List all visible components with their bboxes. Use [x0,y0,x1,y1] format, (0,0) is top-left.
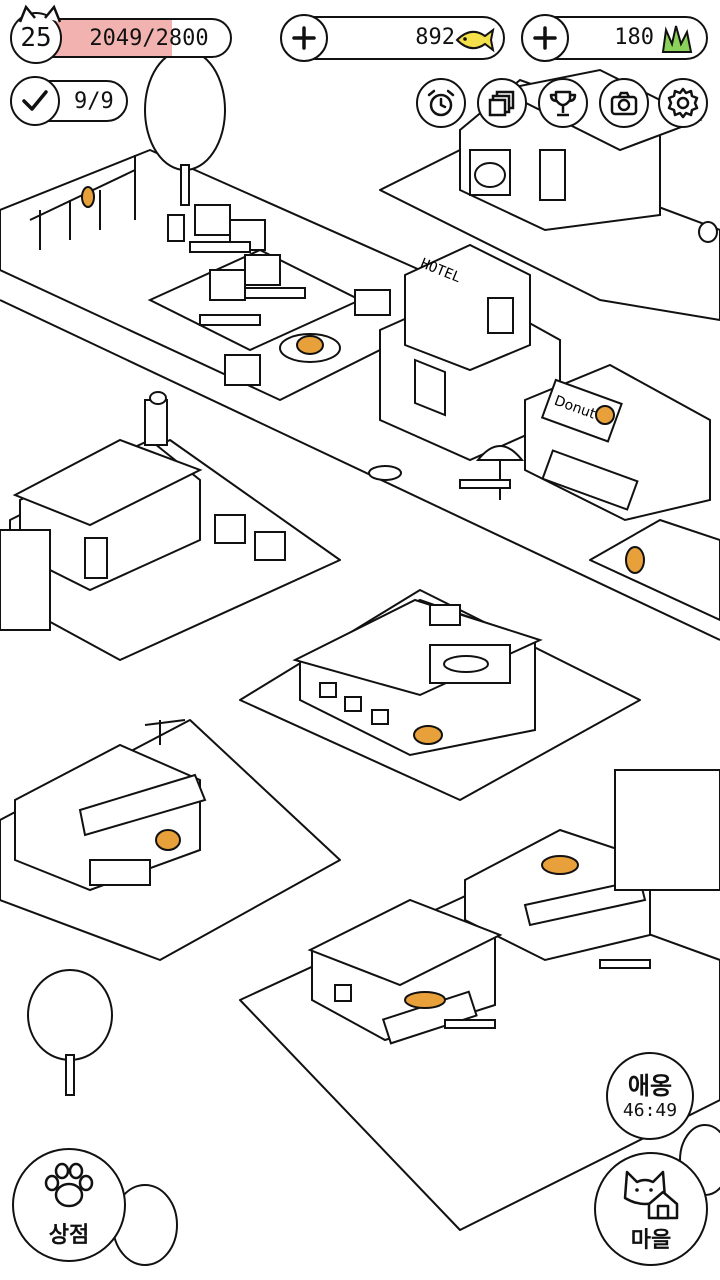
fish-count: 892 [415,25,455,50]
right-mid-block [589,519,720,621]
left-house-roof [12,438,203,527]
hay-block [214,514,246,544]
grass-icon [661,25,693,53]
house-door [84,537,108,579]
cat[interactable] [155,829,181,851]
hotel-window [487,297,514,334]
grass-count: 180 [614,25,654,50]
tasks-button[interactable] [10,76,60,126]
cafe-building [464,828,651,962]
alarm-clock-icon [427,89,455,117]
playground-bars [29,155,136,250]
alarm-button[interactable] [416,78,466,128]
picnic-table [599,959,651,969]
event-label: 애옹 [627,1071,673,1100]
cat[interactable] [404,991,446,1009]
cat[interactable] [413,725,443,745]
hay-block [244,254,281,286]
cat[interactable] [625,546,645,574]
checkmark-icon [22,90,48,111]
village-label: 마을 [630,1228,672,1253]
market-roof [307,898,503,987]
fish-icon [455,27,495,53]
plus-icon [292,26,316,50]
tasks-count: 9/9 [74,89,114,114]
shop-window [371,709,389,725]
hay-block [194,204,231,236]
picnic-table [444,1019,496,1029]
tree-trunk [180,164,190,206]
clinic-building [0,529,51,631]
cat-house-icon [623,1170,679,1220]
event-timer: 46:49 [622,1099,678,1121]
center-circle [279,333,341,363]
picnic-table [459,479,511,489]
event-timer-button[interactable]: 애옹 46:49 [606,1052,694,1140]
plus-icon [533,26,557,50]
cat[interactable] [595,405,615,425]
gear-icon [667,87,699,119]
shop-window [319,682,337,698]
shop-window [344,696,362,712]
hay-block [254,531,286,561]
trash-can [167,214,185,242]
cat[interactable] [368,465,402,481]
bench [189,241,251,253]
tree-crown [27,969,113,1061]
fish-sign-fish [443,655,489,673]
hotel-door [414,358,446,417]
soccer-goal [354,289,391,316]
fish-shop-roof [292,598,543,697]
xp-text: 2049/2800 [89,26,209,51]
bench [199,314,261,326]
trophy-icon [549,90,577,117]
level-number: 25 [20,23,52,53]
produce-crate [89,859,151,886]
collection-button[interactable] [477,78,527,128]
cat[interactable] [296,335,324,355]
cat[interactable] [474,162,506,188]
house-door [539,149,566,201]
tree-trunk [65,1054,75,1096]
tree-crown [144,49,226,171]
vegetable-shop-awning [78,773,207,837]
shop-label: 상점 [48,1223,90,1248]
cafe-awning [523,878,647,927]
donut-counter [541,449,639,511]
street-upper [0,299,720,641]
rooftop-box [429,604,461,626]
cat[interactable] [149,391,167,405]
cat[interactable] [81,186,95,208]
hotel-tower [404,243,531,372]
camera-button[interactable] [599,78,649,128]
village-button[interactable]: 마을 [594,1152,708,1266]
donut-sign-board [540,378,623,443]
cat[interactable] [541,855,579,875]
right-edge-building [614,769,720,891]
trophy-button[interactable] [538,78,588,128]
chimney [144,399,168,446]
shop-button[interactable]: 상점 [12,1148,126,1262]
hay-block [209,269,246,301]
bench [244,287,306,299]
buy-grass-button[interactable] [521,14,569,62]
market-window [334,984,352,1002]
settings-button[interactable] [658,78,708,128]
cat-ears-icon [18,4,62,23]
paw-icon [44,1162,94,1208]
cat[interactable] [698,221,718,243]
layers-icon [488,90,515,117]
level-badge[interactable]: 25 [10,12,62,64]
buy-fish-button[interactable] [280,14,328,62]
camera-icon [610,91,638,116]
umbrella [475,445,525,461]
soccer-goal [224,354,261,386]
